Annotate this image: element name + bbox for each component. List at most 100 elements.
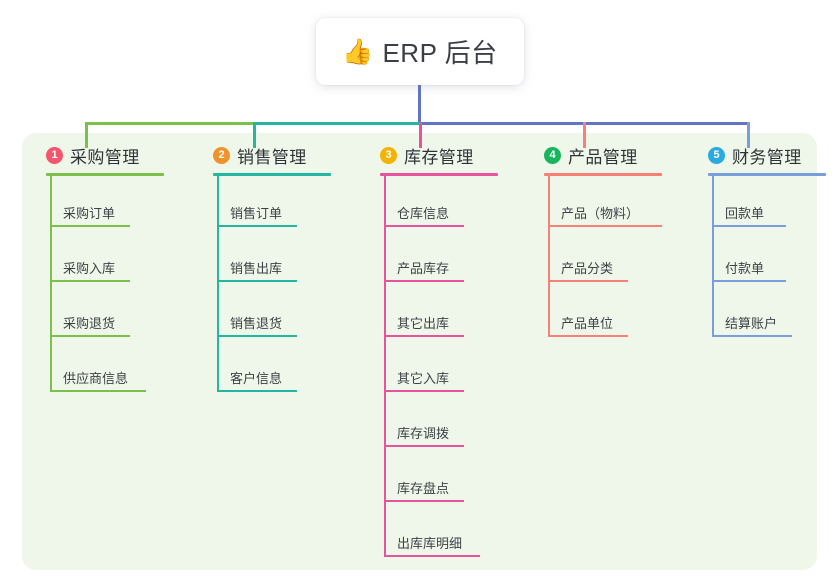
column-body-5: 回款单付款单结算账户 bbox=[692, 176, 826, 341]
leaf-node[interactable]: 其它入库 bbox=[364, 341, 498, 396]
leaf-rule bbox=[384, 500, 464, 502]
column-body-2: 销售订单销售出库销售退货客户信息 bbox=[197, 176, 331, 396]
leaf-rule bbox=[712, 280, 786, 282]
leaf-node[interactable]: 采购订单 bbox=[30, 176, 164, 231]
leaf-node[interactable]: 采购入库 bbox=[30, 231, 164, 286]
leaf-label: 出库库明细 bbox=[397, 536, 463, 551]
drop-connector-2 bbox=[253, 122, 256, 148]
leaf-node[interactable]: 回款单 bbox=[692, 176, 826, 231]
column-trunk-2 bbox=[217, 176, 219, 392]
leaf-label: 采购订单 bbox=[63, 206, 116, 221]
leaf-rule bbox=[548, 280, 628, 282]
bus-segment-4 bbox=[583, 122, 747, 125]
column-header-rule-1 bbox=[46, 173, 164, 176]
drop-connector-4 bbox=[583, 122, 586, 148]
column-body-4: 产品（物料） 产品分类产品单位 bbox=[528, 176, 662, 341]
leaf-label: 产品库存 bbox=[397, 261, 450, 276]
column-body-1: 采购订单采购入库采购退货供应商信息 bbox=[30, 176, 164, 396]
column-5: 5 财务管理回款单付款单结算账户 bbox=[692, 143, 826, 341]
leaf-rule bbox=[548, 225, 662, 227]
leaf-label: 客户信息 bbox=[230, 371, 283, 386]
column-title-2: 销售管理 bbox=[237, 147, 307, 167]
column-4: 4 产品管理产品（物料） 产品分类产品单位 bbox=[528, 143, 662, 341]
leaf-node[interactable]: 其它出库 bbox=[364, 286, 498, 341]
leaf-rule bbox=[712, 335, 792, 337]
leaf-label: 回款单 bbox=[725, 206, 765, 221]
column-trunk-3 bbox=[384, 176, 386, 557]
leaf-rule bbox=[384, 555, 480, 557]
leaf-rule bbox=[384, 335, 464, 337]
leaf-node[interactable]: 产品库存 bbox=[364, 231, 498, 286]
leaf-node[interactable]: 付款单 bbox=[692, 231, 826, 286]
content-panel bbox=[22, 133, 817, 570]
bus-segment-2 bbox=[253, 122, 419, 125]
leaf-label: 结算账户 bbox=[725, 316, 778, 331]
leaf-rule bbox=[50, 280, 130, 282]
leaf-rule bbox=[50, 390, 146, 392]
number-badge-1: 1 bbox=[46, 146, 63, 164]
leaf-label: 产品（物料） bbox=[561, 206, 640, 221]
leaf-rule bbox=[384, 390, 464, 392]
column-header-3[interactable]: 3 库存管理 bbox=[364, 143, 498, 167]
leaf-label: 库存盘点 bbox=[397, 481, 450, 496]
leaf-node[interactable]: 仓库信息 bbox=[364, 176, 498, 231]
leaf-node[interactable]: 销售订单 bbox=[197, 176, 331, 231]
leaf-label: 销售退货 bbox=[230, 316, 283, 331]
number-badge-4: 4 bbox=[544, 146, 561, 164]
drop-connector-3 bbox=[419, 122, 422, 148]
leaf-node[interactable]: 产品分类 bbox=[528, 231, 662, 286]
number-badge-5: 5 bbox=[708, 146, 725, 164]
column-1: 1 采购管理采购订单采购入库采购退货供应商信息 bbox=[30, 143, 164, 396]
leaf-label: 其它出库 bbox=[397, 316, 450, 331]
column-title-3: 库存管理 bbox=[404, 147, 474, 167]
leaf-rule bbox=[384, 280, 464, 282]
leaf-rule bbox=[384, 225, 464, 227]
leaf-node[interactable]: 产品单位 bbox=[528, 286, 662, 341]
root-stem-connector bbox=[418, 85, 421, 123]
leaf-label: 仓库信息 bbox=[397, 206, 450, 221]
leaf-label: 销售订单 bbox=[230, 206, 283, 221]
leaf-node[interactable]: 结算账户 bbox=[692, 286, 826, 341]
column-header-rule-5 bbox=[708, 173, 826, 176]
leaf-node[interactable]: 库存调拨 bbox=[364, 396, 498, 451]
column-header-4[interactable]: 4 产品管理 bbox=[528, 143, 662, 167]
leaf-node[interactable]: 库存盘点 bbox=[364, 451, 498, 506]
column-title-1: 采购管理 bbox=[70, 147, 140, 167]
leaf-node[interactable]: 出库库明细 bbox=[364, 506, 498, 561]
leaf-rule bbox=[50, 335, 130, 337]
leaf-node[interactable]: 采购退货 bbox=[30, 286, 164, 341]
leaf-label: 采购退货 bbox=[63, 316, 116, 331]
leaf-rule bbox=[217, 335, 297, 337]
leaf-rule bbox=[217, 280, 297, 282]
number-badge-3: 3 bbox=[380, 146, 397, 164]
leaf-label: 库存调拨 bbox=[397, 426, 450, 441]
leaf-rule bbox=[712, 225, 786, 227]
leaf-node[interactable]: 销售出库 bbox=[197, 231, 331, 286]
leaf-rule bbox=[217, 390, 297, 392]
thumbs-up-icon: 👍 bbox=[342, 38, 374, 66]
leaf-label: 产品单位 bbox=[561, 316, 614, 331]
leaf-label: 销售出库 bbox=[230, 261, 283, 276]
column-title-4: 产品管理 bbox=[568, 147, 638, 167]
column-trunk-1 bbox=[50, 176, 52, 392]
column-header-1[interactable]: 1 采购管理 bbox=[30, 143, 164, 167]
leaf-label: 产品分类 bbox=[561, 261, 614, 276]
leaf-rule bbox=[548, 335, 628, 337]
leaf-node[interactable]: 客户信息 bbox=[197, 341, 331, 396]
column-header-5[interactable]: 5 财务管理 bbox=[692, 143, 826, 167]
leaf-node[interactable]: 销售退货 bbox=[197, 286, 331, 341]
bus-segment-1 bbox=[85, 122, 253, 125]
leaf-rule bbox=[384, 445, 464, 447]
column-body-3: 仓库信息产品库存其它出库其它入库库存调拨库存盘点出库库明细 bbox=[364, 176, 498, 561]
drop-connector-5 bbox=[747, 122, 750, 148]
column-header-rule-2 bbox=[213, 173, 331, 176]
column-header-rule-3 bbox=[380, 173, 498, 176]
leaf-node[interactable]: 产品（物料） bbox=[528, 176, 662, 231]
leaf-node[interactable]: 供应商信息 bbox=[30, 341, 164, 396]
column-trunk-4 bbox=[548, 176, 550, 337]
column-title-5: 财务管理 bbox=[732, 147, 802, 167]
root-node[interactable]: 👍 ERP 后台 bbox=[316, 18, 524, 85]
